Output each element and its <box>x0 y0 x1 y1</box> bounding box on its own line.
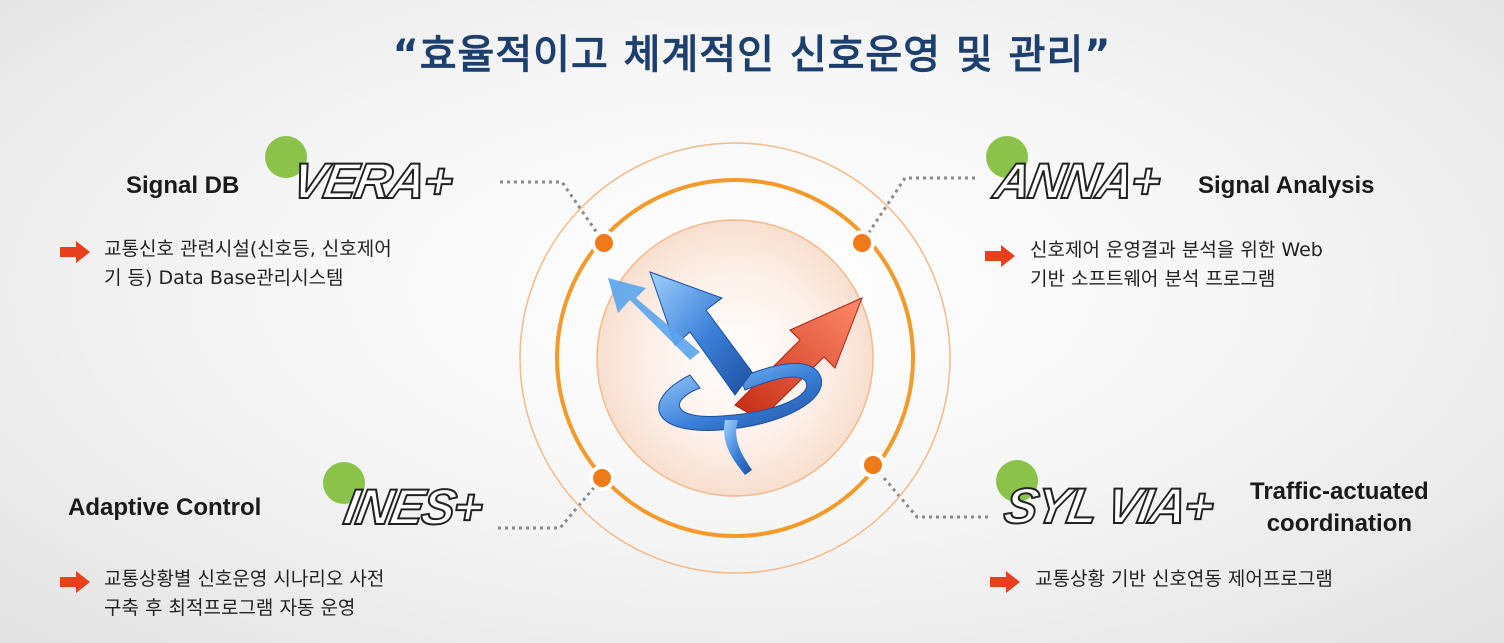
accent-dot-anna <box>849 230 875 256</box>
vera-desc-line-2: 기 등) Data Base관리시스템 <box>104 267 344 289</box>
ines-label: Adaptive Control <box>68 494 262 521</box>
vera-logo: VERA+ <box>287 152 457 210</box>
sylvia-label-line-1: Traffic-actuated <box>1250 478 1429 505</box>
ines-description: 교통상황별 신호운영 시나리오 사전 구축 후 최적프로그램 자동 운영 <box>104 565 384 623</box>
accent-dot-sylvia <box>860 452 886 478</box>
right-arrow-icon <box>60 241 90 263</box>
connector-anna <box>860 176 975 244</box>
anna-label: Signal Analysis <box>1198 172 1375 199</box>
page-title: “효율적이고 체계적인 신호운영 및 관리” <box>392 32 1112 78</box>
anna-description: 신호제어 운영결과 분석을 위한 Web 기반 소프트웨어 분석 프로그램 <box>1030 236 1323 294</box>
vera-label: Signal DB <box>126 172 240 199</box>
accent-dots <box>589 230 886 491</box>
right-arrow-icon <box>60 571 90 593</box>
ines-logo: INES+ <box>339 478 487 536</box>
green-dot-sylvia <box>996 460 1038 502</box>
sylvia-label: Traffic-actuated coordination <box>1250 476 1429 540</box>
vera-description: 교통신호 관련시설(신호등, 신호제어 기 등) Data Base관리시스템 <box>104 235 392 293</box>
right-arrow-icon <box>985 245 1015 267</box>
green-dot-vera <box>265 136 307 178</box>
anna-desc-line-2: 기반 소프트웨어 분석 프로그램 <box>1030 268 1276 290</box>
right-arrow-icon <box>990 571 1020 593</box>
ines-desc-line-2: 구축 후 최적프로그램 자동 운영 <box>104 597 356 619</box>
green-dot-ines <box>323 462 365 504</box>
green-dot-anna <box>986 136 1028 178</box>
outer-ring <box>519 142 951 574</box>
anna-desc-line-1: 신호제어 운영결과 분석을 위한 Web <box>1030 239 1323 261</box>
sylvia-description: 교통상황 기반 신호연동 제어프로그램 <box>1035 565 1333 594</box>
connector-sylvia <box>871 464 988 519</box>
vera-desc-line-1: 교통신호 관련시설(신호등, 신호제어 <box>104 238 392 260</box>
accent-dot-vera <box>591 230 617 256</box>
sylvia-label-line-2: coordination <box>1266 510 1413 537</box>
connector-lines <box>498 176 988 530</box>
sylvia-desc-line-1: 교통상황 기반 신호연동 제어프로그램 <box>1035 568 1333 590</box>
connector-ines <box>498 477 604 530</box>
connector-vera <box>500 180 606 244</box>
accent-dot-ines <box>589 465 615 491</box>
anna-logo: ANNA+ <box>989 152 1165 210</box>
ines-desc-line-1: 교통상황별 신호운영 시나리오 사전 <box>104 568 385 590</box>
sylvia-logo: SYL VIA+ <box>999 477 1218 535</box>
twisted-arrows-icon <box>608 271 863 475</box>
middle-ring <box>555 178 915 538</box>
